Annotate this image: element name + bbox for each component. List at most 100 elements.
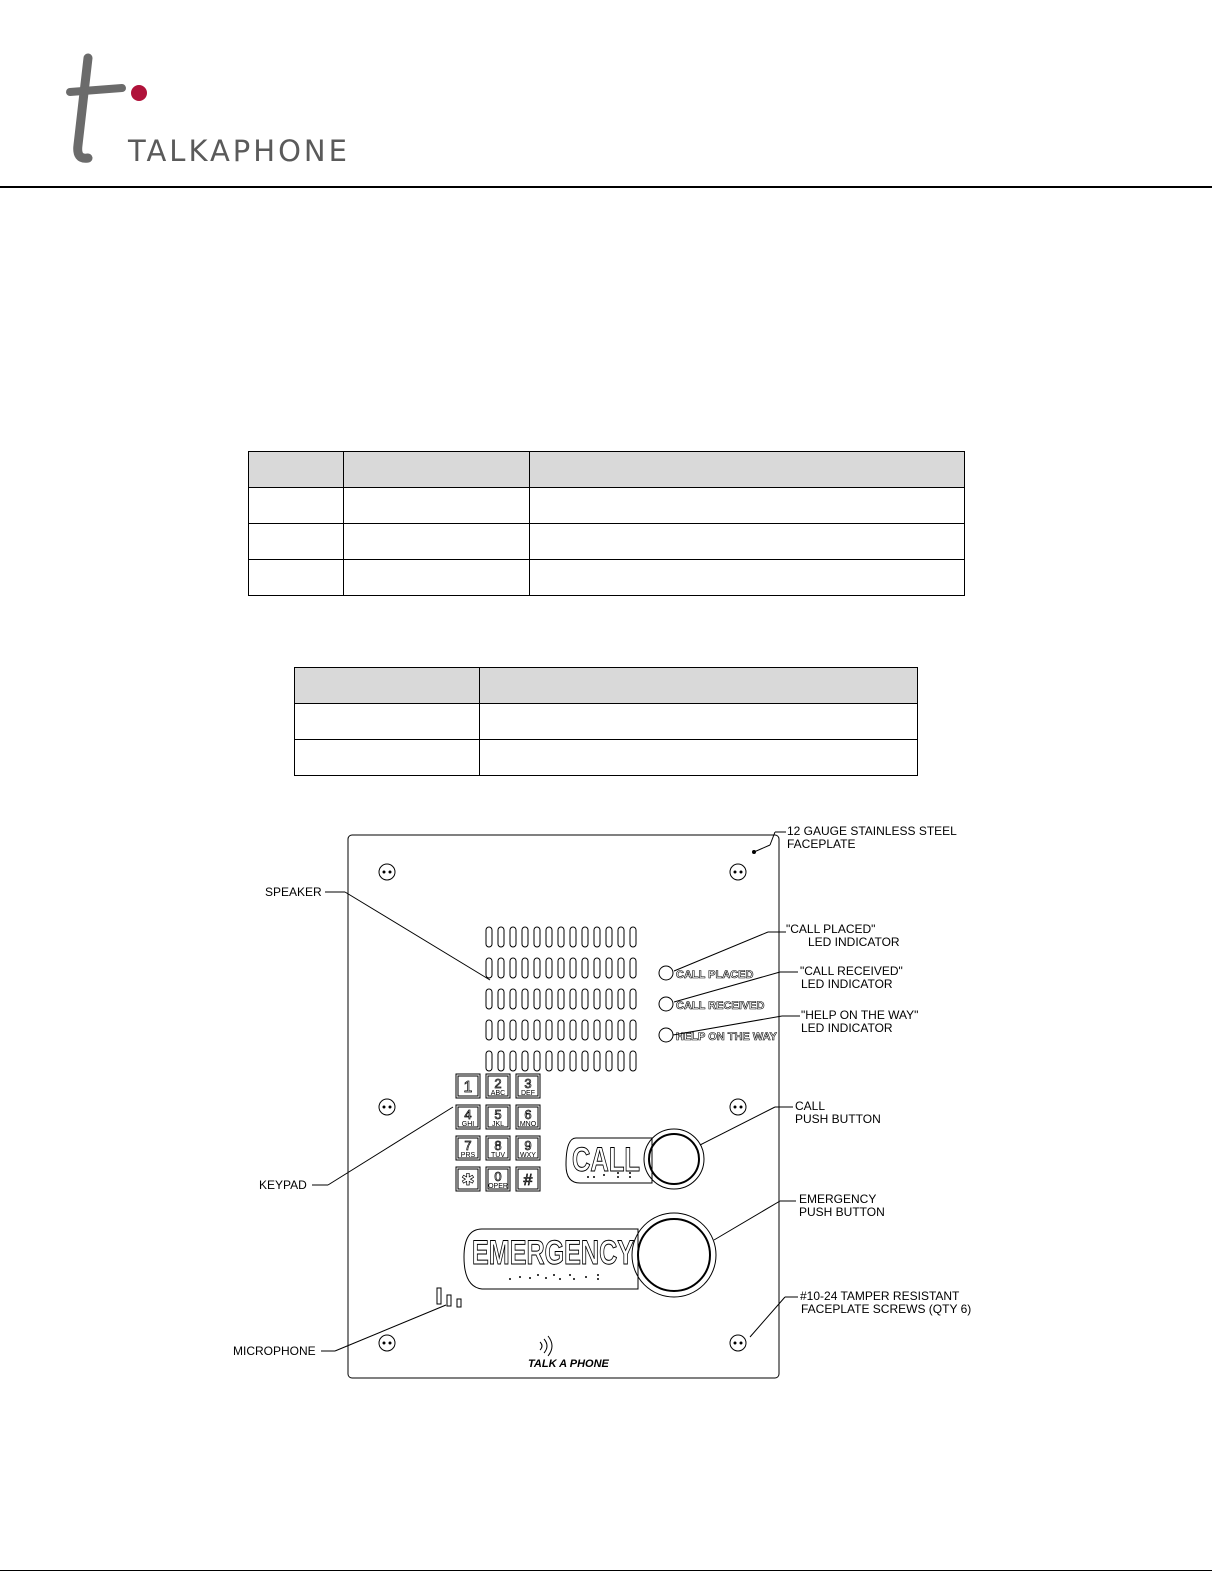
table-row: [248, 559, 965, 596]
speaker-slot: [557, 1050, 565, 1072]
keypad-digit: 5: [494, 1107, 501, 1122]
call-push-button[interactable]: [648, 1133, 700, 1185]
call-placed-callout-line2: LED INDICATOR: [808, 935, 900, 949]
table-cell: [248, 523, 344, 560]
table-cell: [479, 739, 918, 776]
help-on-the-way-led: [658, 1027, 674, 1043]
keypad-key-star[interactable]: ✱: [455, 1166, 481, 1192]
speaker-slot: [581, 988, 589, 1010]
table-cell: [529, 487, 965, 524]
speaker-slot: [545, 1050, 553, 1072]
speaker-grille: [485, 926, 637, 1072]
call-received-callout-line2: LED INDICATOR: [801, 977, 893, 991]
keypad-key-1[interactable]: 1: [455, 1073, 481, 1099]
speaker-slot: [569, 1050, 577, 1072]
keypad-digit: 0: [494, 1169, 501, 1184]
keypad-digit: #: [524, 1172, 533, 1189]
microphone-callout: MICROPHONE: [233, 1344, 316, 1358]
emergency-push-button[interactable]: [637, 1218, 711, 1292]
help-callout-line2: LED INDICATOR: [801, 1021, 893, 1035]
keypad-letters: JKL: [492, 1121, 504, 1128]
table-cell: [248, 559, 344, 596]
speaker-slot: [545, 957, 553, 979]
call-placed-leader: [673, 931, 769, 972]
speaker-slot: [509, 1019, 517, 1041]
speaker-callout: SPEAKER: [265, 885, 322, 899]
table-header-cell: [248, 451, 344, 488]
table-cell: [529, 559, 965, 596]
keypad-letters: PRS: [461, 1152, 476, 1159]
call-received-leader: [673, 971, 781, 1003]
emergency-callout-line1: EMERGENCY: [799, 1192, 876, 1206]
speaker-slot: [521, 957, 529, 979]
microphone-slot: [446, 1294, 452, 1307]
table-header-cell: [479, 667, 918, 704]
table-row: [248, 523, 965, 560]
speaker-slot: [557, 988, 565, 1010]
keypad-digit: 9: [524, 1138, 531, 1153]
emergency-push-button-ring[interactable]: [631, 1212, 717, 1298]
speaker-slot: [533, 988, 541, 1010]
speaker-slot: [617, 1019, 625, 1041]
table-cell: [479, 703, 918, 740]
speaker-slot: [581, 926, 589, 948]
speaker-slot: [629, 957, 637, 979]
table-header-cell: [294, 667, 480, 704]
microphone-leader: [334, 1304, 447, 1352]
screws-callout-line1: #10-24 TAMPER RESISTANT: [800, 1289, 960, 1303]
keypad-letters: WXY: [520, 1152, 536, 1159]
call-button-plate: [565, 1137, 653, 1184]
microphone-slot: [436, 1287, 442, 1305]
call-placed-callout-line1: "CALL PLACED": [786, 922, 875, 936]
call-leader: [699, 1106, 776, 1146]
speaker-slot: [569, 957, 577, 979]
speaker-slot: [569, 926, 577, 948]
keypad-letters: DEF: [521, 1090, 535, 1097]
table-cell: [343, 523, 530, 560]
speaker-slot: [497, 988, 505, 1010]
keypad-digit: 7: [464, 1138, 471, 1153]
screws-leader: [749, 1296, 786, 1338]
speaker-slot: [581, 1019, 589, 1041]
table-header-cell: [343, 451, 530, 488]
keypad-letters: MNO: [520, 1121, 537, 1128]
faceplate-callout-line2: FACEPLATE: [787, 837, 855, 851]
speaker-slot: [605, 957, 613, 979]
speaker-slot: [521, 1050, 529, 1072]
call-received-callout-line1: "CALL RECEIVED": [800, 964, 903, 978]
speaker-slot: [617, 957, 625, 979]
faceplate-leader: [753, 844, 771, 853]
speaker-slot: [521, 988, 529, 1010]
help-on-the-way-panel-label: HELP ON THE WAY: [676, 1031, 778, 1043]
faceplate-screw: [378, 1098, 396, 1116]
speaker-slot: [533, 1019, 541, 1041]
speaker-slot: [497, 957, 505, 979]
speaker-slot: [485, 1019, 493, 1041]
emergency-braille: [509, 1274, 599, 1280]
speaker-slot: [629, 1019, 637, 1041]
brand-mark-label: TALK A PHONE: [528, 1358, 610, 1370]
speaker-slot: [581, 1050, 589, 1072]
faceplate-screw: [729, 1334, 747, 1352]
keypad-digit: 1: [464, 1079, 473, 1096]
faceplate-screw: [378, 863, 396, 881]
speaker-slot: [593, 988, 601, 1010]
speaker-slot: [569, 1019, 577, 1041]
speaker-slot: [629, 1050, 637, 1072]
emergency-leader: [713, 1200, 781, 1241]
call-push-button-ring[interactable]: [643, 1128, 705, 1190]
keypad-digit: 8: [494, 1138, 501, 1153]
keypad-key-hash[interactable]: #: [515, 1166, 541, 1192]
speaker-slot: [593, 1019, 601, 1041]
speaker-slot: [509, 926, 517, 948]
speaker-slot: [605, 988, 613, 1010]
